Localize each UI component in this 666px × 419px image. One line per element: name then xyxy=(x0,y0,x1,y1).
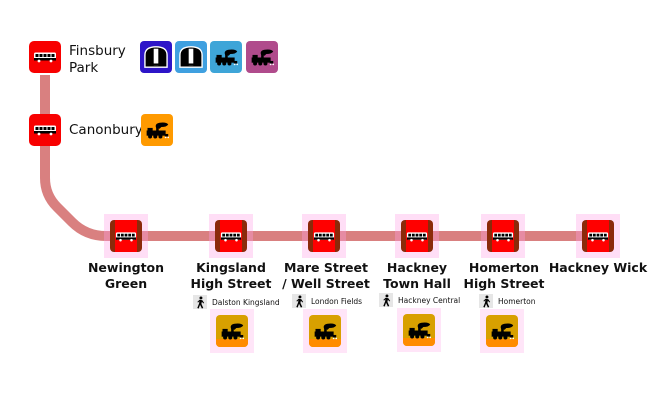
stop-label-line: Mare Street xyxy=(284,260,368,275)
stop-marker-hackney-town-hall[interactable] xyxy=(395,214,439,258)
stop-label-line: Finsbury xyxy=(69,43,126,59)
bus-icon xyxy=(115,231,137,242)
rail-station-london-fields[interactable] xyxy=(303,309,347,353)
stop-label-line: Green xyxy=(104,276,148,291)
interchange-tube-dark-blue[interactable] xyxy=(140,41,172,73)
rail-station-dalston-kingsland[interactable] xyxy=(210,309,254,353)
interchange-tube-light-blue[interactable] xyxy=(175,41,207,73)
stop-marker-newington-green[interactable] xyxy=(104,214,148,258)
stop-marker-mare-street[interactable] xyxy=(302,214,346,258)
rail-station-hackney-central[interactable] xyxy=(397,308,441,352)
walking-person-icon xyxy=(294,295,305,308)
stop-marker-kingsland-high-street[interactable] xyxy=(209,214,253,258)
walk-icon-wrap xyxy=(292,294,306,308)
bus-icon xyxy=(313,231,335,242)
train-icon xyxy=(312,322,338,341)
walk-destination: London Fields xyxy=(311,296,363,306)
train-icon xyxy=(406,321,432,340)
walk-icon-wrap xyxy=(193,295,207,309)
stop-marker-homerton-high-street[interactable] xyxy=(481,214,525,258)
walk-link-homerton[interactable]: Homerton xyxy=(479,293,536,309)
tube-icon xyxy=(177,45,205,69)
stop-label-hackney-wick: Hackney Wick xyxy=(548,260,648,276)
bus-icon xyxy=(406,231,428,242)
walk-link-hackney-central[interactable]: Hackney Central xyxy=(379,292,460,308)
interchange-rail-blue[interactable] xyxy=(210,41,242,73)
stop-label-line: Town Hall xyxy=(383,276,451,291)
interchange-rail-purple[interactable] xyxy=(246,41,278,73)
stop-label-hackney-town-hall: Hackney Town Hall xyxy=(367,260,467,292)
bus-icon xyxy=(587,231,609,242)
stop-label-line: Homerton xyxy=(468,260,540,275)
walking-person-icon xyxy=(195,296,206,309)
stop-label-line: Park xyxy=(69,60,99,76)
walking-person-icon xyxy=(481,295,492,308)
train-icon xyxy=(144,121,170,140)
bus-icon xyxy=(33,51,57,63)
stop-label-line: High Street xyxy=(463,276,545,291)
stop-label-line: Kingsland xyxy=(196,260,266,275)
stop-marker-hackney-wick[interactable] xyxy=(576,214,620,258)
walking-person-icon xyxy=(381,294,392,307)
walk-destination: Hackney Central xyxy=(398,295,461,305)
stop-marker-finsbury-park[interactable] xyxy=(29,41,61,73)
stop-label-kingsland-high-street: Kingsland High Street xyxy=(181,260,281,292)
walk-link-london-fields[interactable]: London Fields xyxy=(292,293,362,309)
stop-label-newington-green: Newington Green xyxy=(76,260,176,292)
stop-label-line: Hackney xyxy=(386,260,448,275)
rail-station-homerton[interactable] xyxy=(480,309,524,353)
interchange-rail-orange[interactable] xyxy=(141,114,173,146)
bus-icon xyxy=(492,231,514,242)
walk-destination: Homerton xyxy=(498,296,536,306)
bus-icon xyxy=(33,124,57,136)
train-icon xyxy=(219,322,245,341)
train-icon xyxy=(249,48,275,67)
walk-destination: Dalston Kingsland xyxy=(212,297,280,307)
train-icon xyxy=(489,322,515,341)
walk-link-dalston-kingsland[interactable]: Dalston Kingsland xyxy=(193,294,280,310)
stop-label-line: Newington xyxy=(87,260,165,275)
stop-label-line: / Well Street xyxy=(282,276,370,291)
train-icon xyxy=(213,48,239,67)
stop-label-finsbury-park: Finsbury Park xyxy=(69,43,126,77)
stop-label-mare-street: Mare Street / Well Street xyxy=(276,260,376,292)
stop-label-homerton-high-street: Homerton High Street xyxy=(454,260,554,292)
stop-label-canonbury: Canonbury xyxy=(69,122,143,139)
walk-icon-wrap xyxy=(479,294,493,308)
stop-marker-canonbury[interactable] xyxy=(29,114,61,146)
stop-label-line: Hackney Wick xyxy=(548,260,648,275)
tube-icon xyxy=(142,45,170,69)
walk-icon-wrap xyxy=(379,293,393,307)
stop-label-line: High Street xyxy=(190,276,272,291)
stop-label-line: Canonbury xyxy=(69,122,143,138)
bus-icon xyxy=(220,231,242,242)
